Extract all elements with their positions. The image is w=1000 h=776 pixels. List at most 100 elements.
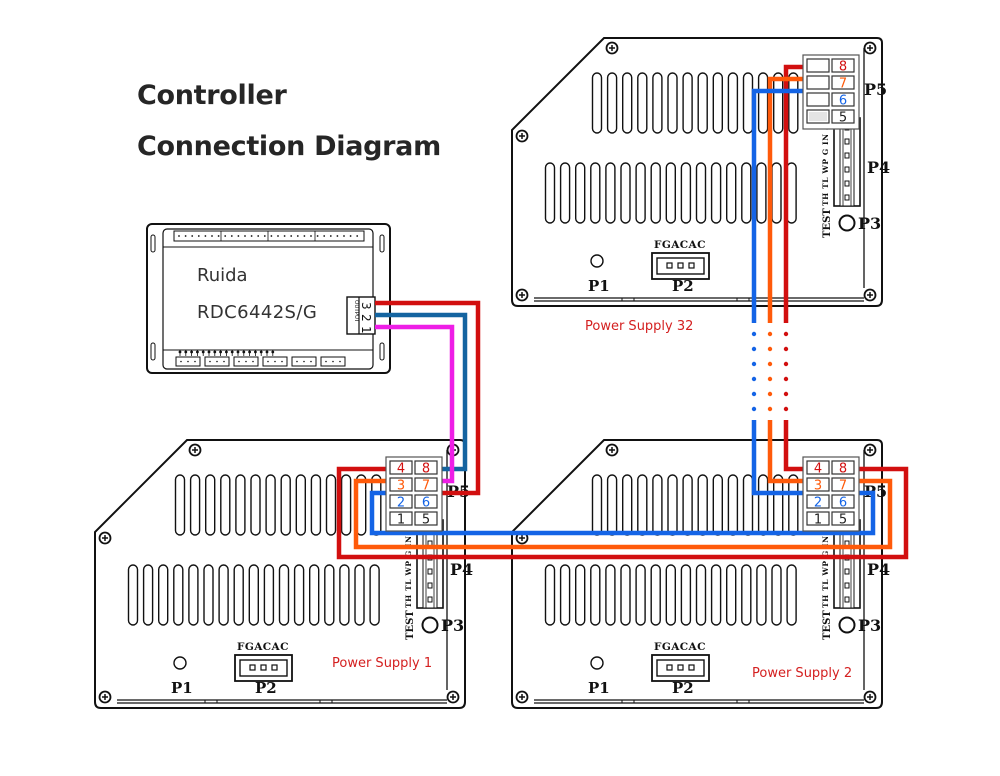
vent-slot	[544, 162, 556, 224]
continuation-dot	[751, 406, 757, 412]
vent-slot	[680, 162, 692, 224]
p2-connector: FGACAC P2	[234, 641, 293, 697]
controller-model: RDC6442S/G	[197, 302, 317, 323]
p5-pin-cell	[389, 477, 413, 492]
vent-slot	[158, 564, 169, 626]
p5-pin-8: 8	[839, 462, 847, 477]
continuation-dot	[783, 346, 789, 352]
vent-slot	[741, 564, 752, 626]
vent-slot	[369, 564, 380, 626]
vent-slot	[665, 162, 677, 224]
mount-slot	[379, 342, 385, 361]
p2-pin	[666, 262, 673, 269]
vent-slot	[695, 162, 707, 224]
vent-slot	[591, 474, 603, 536]
continuation-dot	[751, 361, 757, 367]
continuation-dot	[767, 346, 773, 352]
vent-slot	[606, 474, 618, 536]
top-connector-strip	[173, 230, 365, 242]
vent-slot	[203, 564, 214, 626]
wire-ps1-pin2-to-ps2-pin6	[369, 490, 876, 536]
p4-pin	[844, 194, 850, 201]
vent-slot	[725, 162, 737, 224]
vent-slot	[652, 474, 663, 536]
p2-pin	[688, 664, 695, 671]
vent-slot	[173, 564, 184, 626]
p5-pin-cell	[389, 494, 413, 509]
vent-slot	[667, 474, 678, 536]
p2-pin-labels: FGACAC	[237, 641, 289, 653]
p5-pin-4: 4	[397, 462, 405, 477]
p3-test-button	[838, 214, 856, 232]
continuation-dot	[783, 406, 789, 412]
output-port-label: OUTPUT	[353, 300, 359, 323]
vent-slot	[756, 564, 767, 626]
vent-slot	[756, 162, 767, 224]
screw-icon	[863, 41, 877, 55]
p4-pin	[844, 166, 850, 173]
p5-pin-7: 7	[839, 77, 847, 92]
p5-pin-cell	[831, 460, 855, 475]
vent-slot	[265, 474, 276, 536]
vent-slot	[189, 474, 201, 536]
wire-ps2-pin3-up	[767, 420, 809, 484]
vent-slot	[263, 564, 275, 626]
continuation-dot	[783, 361, 789, 367]
p4-label: P4	[450, 560, 473, 579]
p5-pin-7: 7	[422, 479, 430, 494]
p1-indicator	[590, 254, 604, 268]
vent-slot	[308, 564, 320, 626]
screw-icon	[515, 129, 529, 143]
p4-pin	[844, 596, 850, 603]
vent-slot	[725, 564, 737, 626]
vent-slot	[710, 564, 722, 626]
vent-slot	[665, 564, 677, 626]
vent-slot	[637, 72, 648, 134]
vent-slot	[650, 564, 661, 626]
p2-pin	[249, 664, 256, 671]
vent-slot	[590, 564, 601, 626]
p4-label: P4	[867, 560, 890, 579]
p3-test-button	[421, 616, 439, 634]
p5-pin-7: 7	[839, 479, 847, 494]
p5-pin-8: 8	[839, 60, 847, 75]
p2-pin	[271, 664, 278, 671]
screw-icon	[863, 288, 877, 302]
p4-pin	[427, 568, 433, 575]
p5-pin-cell	[414, 460, 438, 475]
vent-slot	[620, 162, 631, 224]
p2-label: P2	[255, 679, 277, 697]
diagram-title-line2: Connection Diagram	[137, 131, 441, 162]
vent-slot	[786, 162, 797, 224]
p5-pin-cell	[831, 92, 855, 107]
wire-ps1-pin3-to-ps2-pin7	[353, 478, 893, 550]
vent-slot	[697, 72, 708, 134]
p5-pin-cell	[806, 477, 830, 492]
screw-icon	[515, 690, 529, 704]
p5-pin-2: 2	[814, 496, 822, 511]
screw-icon	[188, 443, 202, 457]
p5-pin-cell	[806, 92, 830, 107]
vent-slot	[682, 474, 693, 536]
p5-pin-5: 5	[839, 111, 847, 126]
vent-slot	[278, 564, 290, 626]
test-label: TEST	[822, 610, 833, 640]
p5-pin-cell	[389, 511, 413, 526]
wire-controller-pin3-to-ps1-pin6	[375, 300, 481, 496]
continuation-dot	[751, 391, 757, 397]
p1-indicator	[173, 656, 187, 670]
vent-slot	[235, 474, 246, 536]
p2-pin	[677, 664, 684, 671]
p5-pin-cell	[389, 460, 413, 475]
p5-pin-2: 2	[397, 496, 405, 511]
p1-label: P1	[588, 679, 610, 697]
